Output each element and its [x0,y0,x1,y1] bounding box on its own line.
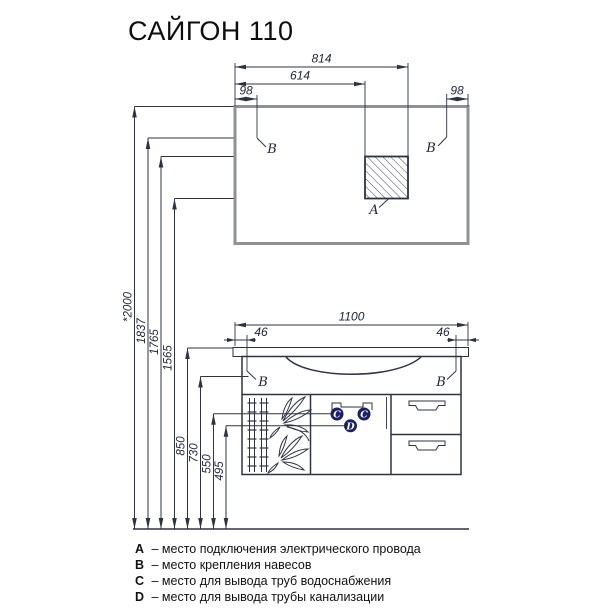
vanity-group: 1100 46 46 B B [224,310,479,476]
marker-b-cabinet-left: B [257,375,268,390]
cabinet-hinge-right [446,370,457,380]
drawer-handle-top [408,400,446,411]
water-supply-marker-right [357,407,371,421]
marker-b-mirror-right: B [425,141,436,156]
legend-key-b: B [135,558,145,572]
legend-text-b: – место крепления навесов [151,558,312,572]
electrical-zone-a [364,155,409,200]
countertop [232,347,469,357]
marker-b-mirror-left: B [266,142,277,157]
marker-a-leader [378,198,390,208]
mirror-group: 814 614 98 98 B B A [233,52,470,245]
legend-key-a: A [135,542,145,556]
mirror-hinge-left [256,137,267,148]
dim-label-98-left: 98 [239,84,253,98]
marker-d-label: D [345,421,355,432]
marker-c-left-label: C [333,410,341,421]
mirror-hinge-right [437,136,448,147]
marker-b-cabinet-right: B [435,375,446,390]
height-label-850: 850 [176,436,188,456]
mirror-outline [233,105,470,245]
height-label-1765: 1765 [149,329,161,355]
legend-item-b: B – место крепления навесов [135,557,421,573]
legend-item-a: A – место подключения электрического про… [135,541,421,557]
marker-a-label: A [368,203,378,218]
water-supply-marker-left [330,407,344,421]
legend-text-a: – место подключения электрического прово… [151,542,421,556]
height-label-1565: 1565 [163,345,175,371]
legend-key-d: D [135,590,145,604]
dim-label-1100: 1100 [339,310,365,324]
door-handle [331,402,373,410]
page-title: САЙГОН 110 [128,16,294,46]
drawer-handle-bottom [408,440,446,451]
marker-c-right-label: C [360,410,368,421]
cabinet-body [241,355,462,476]
height-label-730: 730 [189,443,201,463]
height-label-550: 550 [202,454,214,474]
legend-text-c: – место для вывода труб водоснабжения [151,574,392,588]
height-label-1837: 1837 [136,318,148,344]
legend-item-c: C – место для вывода труб водоснабжения [135,573,421,589]
dim-label-814: 814 [311,52,331,66]
dim-label-614: 614 [290,69,310,83]
height-label-2000: *2000 [123,291,135,322]
dim-label-46-left: 46 [254,325,268,339]
basin-curve [285,356,422,375]
dim-label-98-right: 98 [450,84,464,98]
drain-marker [344,419,357,433]
dim-label-46-right: 46 [436,325,450,339]
legend: A – место подключения электрического про… [135,541,421,605]
legend-key-c: C [135,574,145,588]
legend-item-d: D – место для вывода трубы канализации [135,589,421,605]
legend-text-d: – место для вывода трубы канализации [151,590,385,604]
height-label-495: 495 [214,461,226,481]
cabinet-hinge-left [246,370,257,380]
bamboo-decor [247,395,313,474]
